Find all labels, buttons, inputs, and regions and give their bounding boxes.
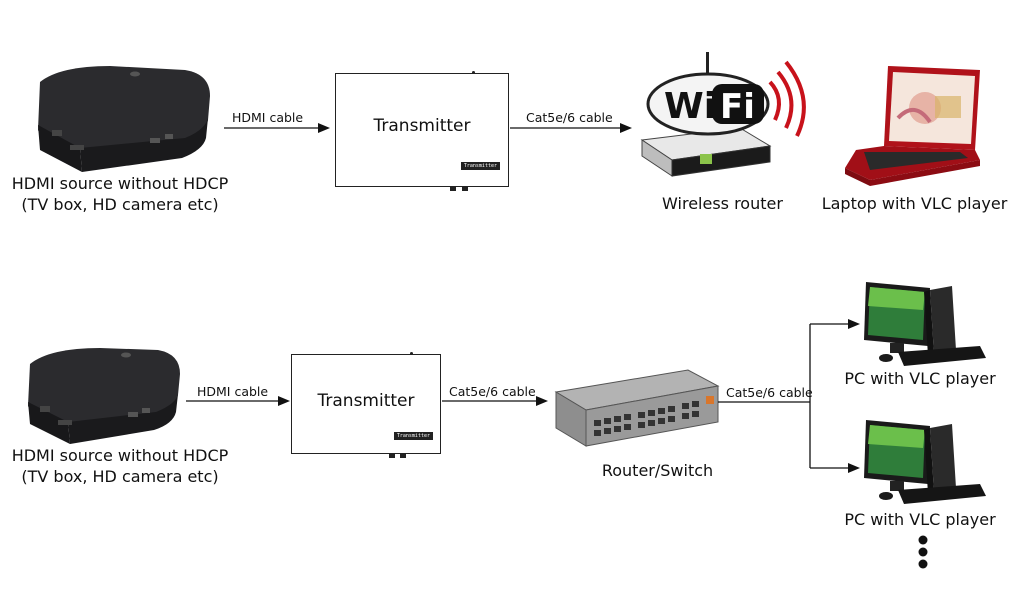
wireless-router-label: Wireless router xyxy=(662,194,783,213)
wifi-logo-text: Wi xyxy=(664,86,716,127)
pc-label-1: PC with VLC player xyxy=(844,369,996,388)
cable-label-cat5e-1: Cat5e/6 cable xyxy=(526,110,613,125)
transmitter-title-1: Transmitter xyxy=(373,116,471,136)
cable-label-hdmi-2: HDMI cable xyxy=(197,384,269,399)
svg-text:Fi: Fi xyxy=(720,87,755,127)
port-icon xyxy=(389,454,395,458)
source-label-1-line1: HDMI source without HDCP xyxy=(11,174,229,193)
router-switch-label: Router/Switch xyxy=(601,461,714,480)
pc-label-2: PC with VLC player xyxy=(844,510,996,529)
led-icon xyxy=(410,352,413,355)
transmitter-box-1: Transmitter Transmitter xyxy=(335,71,509,191)
laptop-label: Laptop with VLC player xyxy=(821,194,1008,213)
cable-label-cat5e-3: Cat5e/6 cable xyxy=(726,385,813,400)
cable-label-hdmi-1: HDMI cable xyxy=(232,110,304,125)
transmitter-title-2: Transmitter xyxy=(317,391,415,411)
transmitter-badge-1: Transmitter xyxy=(460,162,500,170)
led-icon xyxy=(472,71,475,74)
port-icon xyxy=(462,187,468,191)
cable-label-cat5e-2: Cat5e/6 cable xyxy=(449,384,536,399)
source-label-2-line1: HDMI source without HDCP xyxy=(11,446,229,465)
port-icon xyxy=(450,187,456,191)
transmitter-box-2: Transmitter Transmitter xyxy=(291,352,441,458)
source-label-1: HDMI source without HDCP (TV box, HD cam… xyxy=(0,173,240,215)
source-label-2-line2: (TV box, HD camera etc) xyxy=(21,467,219,486)
source-label-1-line2: (TV box, HD camera etc) xyxy=(21,195,219,214)
source-label-2: HDMI source without HDCP (TV box, HD cam… xyxy=(0,445,240,487)
transmitter-badge-2: Transmitter xyxy=(393,432,433,440)
port-icon xyxy=(400,454,406,458)
